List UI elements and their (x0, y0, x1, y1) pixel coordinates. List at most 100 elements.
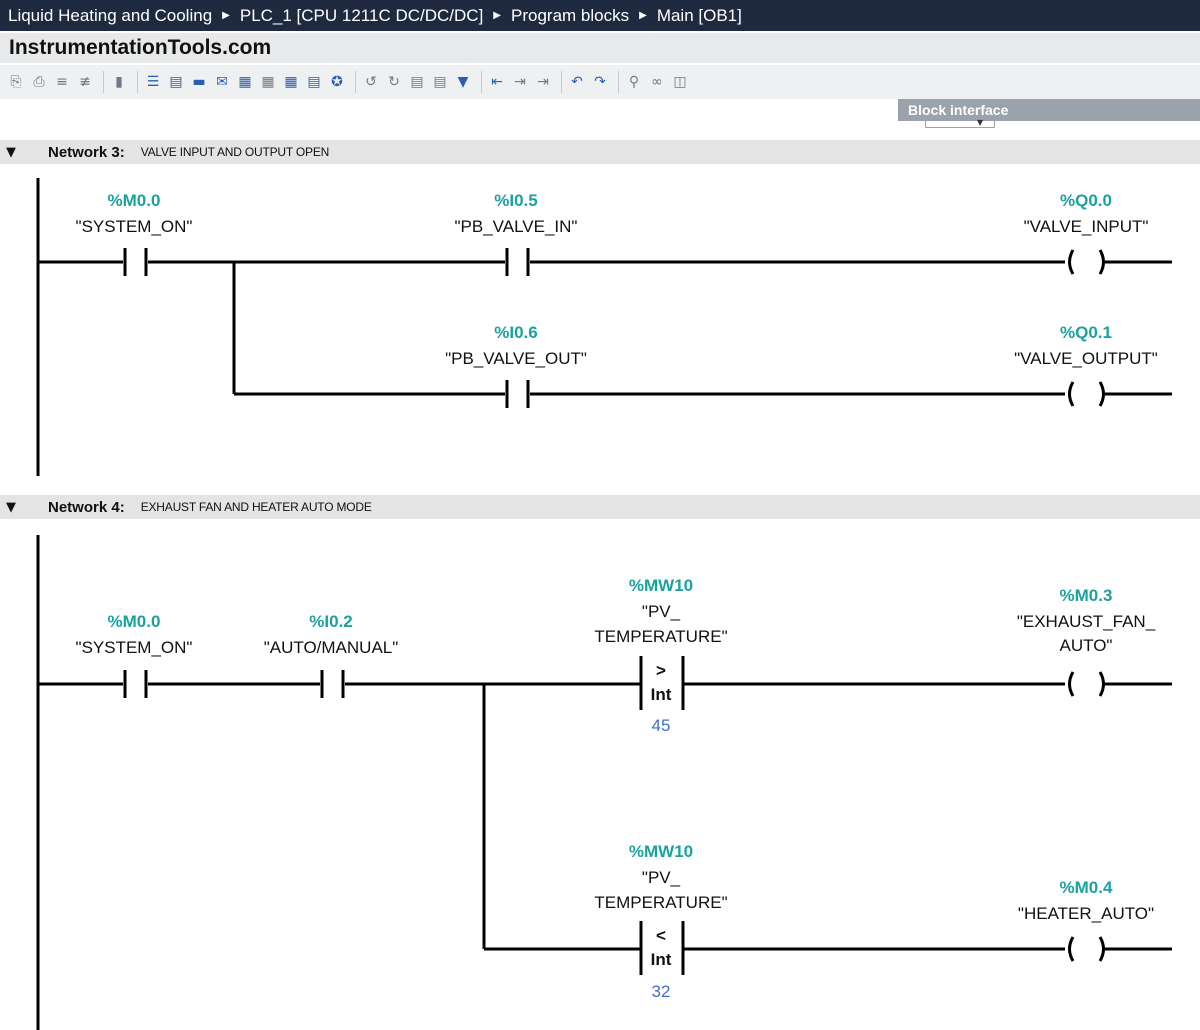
operand-address: %Q0.0 (1060, 191, 1112, 210)
operand-tag[interactable]: "HEATER_AUTO" (1018, 904, 1154, 923)
block-interface-handle[interactable]: ▼ (925, 118, 995, 128)
operand-address: %M0.3 (1060, 586, 1113, 605)
operand-tag[interactable]: "VALVE_INPUT" (1024, 217, 1149, 236)
compare-operator: > (656, 661, 666, 680)
breadcrumb-plc[interactable]: PLC_1 [CPU 1211C DC/DC/DC] (239, 5, 484, 25)
network-4-rungs (36, 535, 1172, 1030)
operand-tag[interactable]: "PB_VALVE_IN" (455, 217, 578, 236)
coil-exhaust-fan-auto[interactable]: %M0.3 "EXHAUST_FAN_ AUTO" (1017, 586, 1156, 697)
tag-info-2-icon[interactable]: ▦ (284, 74, 298, 90)
compare-icon[interactable]: ▼ (457, 74, 469, 90)
contact-system-on[interactable]: %M0.0 "SYSTEM_ON" (76, 612, 193, 698)
open-box-icon[interactable]: ▮ (115, 74, 123, 90)
network-title: Network 3: (48, 143, 125, 161)
breadcrumb-project[interactable]: Liquid Heating and Cooling (8, 5, 213, 25)
operand-tag[interactable]: "PB_VALVE_OUT" (445, 349, 587, 368)
compare-type[interactable]: Int (651, 950, 672, 969)
insert-network-icon[interactable]: ⎘ (10, 74, 22, 90)
operand-address: %M0.0 (108, 191, 161, 210)
breadcrumb-main-ob1[interactable]: Main [OB1] (656, 5, 742, 25)
operand-address: %MW10 (629, 842, 693, 861)
operand-tag[interactable]: AUTO" (1060, 636, 1113, 655)
toolbar-divider (103, 71, 104, 93)
compare-less-than[interactable]: %MW10 "PV_ TEMPERATURE" < Int 32 (594, 842, 727, 1001)
network-3-rungs (36, 178, 1172, 476)
operand-tag[interactable]: "PV_ (642, 868, 681, 887)
operand-address: %I0.2 (309, 612, 352, 631)
toolbar-divider (355, 71, 356, 93)
download-icon[interactable]: ▤ (433, 74, 447, 90)
absolute-operands-icon[interactable]: ☰ (146, 74, 160, 90)
cross-ref-icon[interactable]: ⚲ (628, 74, 640, 90)
display-favorites-icon[interactable]: ▬ (192, 74, 206, 90)
symbol-info-icon[interactable]: ▦ (261, 74, 275, 90)
outdent-icon[interactable]: ⇥ (537, 74, 549, 90)
compare-type[interactable]: Int (651, 685, 672, 704)
operand-tag[interactable]: TEMPERATURE" (594, 627, 727, 646)
compare-greater-than[interactable]: %MW10 "PV_ TEMPERATURE" > Int 45 (594, 576, 727, 735)
operand-tag[interactable]: TEMPERATURE" (594, 893, 727, 912)
operand-tag[interactable]: "SYSTEM_ON" (76, 638, 193, 657)
network-3-header[interactable]: ▼ Network 3: VALVE INPUT AND OUTPUT OPEN (0, 140, 1200, 164)
coil-heater-auto[interactable]: %M0.4 "HEATER_AUTO" (1018, 878, 1154, 962)
monitoring-icon[interactable]: ↻ (388, 74, 400, 90)
comment-icon[interactable]: ✉ (216, 74, 228, 90)
modify-icon[interactable]: ▤ (410, 74, 424, 90)
operand-address: %I0.6 (494, 323, 537, 342)
watermark: InstrumentationTools.com (0, 33, 1200, 63)
network-comment[interactable]: EXHAUST FAN AND HEATER AUTO MODE (140, 500, 372, 514)
tag-info-icon[interactable]: ▦ (238, 74, 252, 90)
contact-pb-valve-out[interactable]: %I0.6 "PB_VALVE_OUT" (445, 323, 587, 408)
glasses-icon[interactable]: ∞ (651, 74, 663, 90)
toolbar-divider (481, 71, 482, 93)
coil-valve-input[interactable]: %Q0.0 "VALVE_INPUT" (1024, 191, 1149, 275)
operand-tag[interactable]: "SYSTEM_ON" (76, 217, 193, 236)
contact-pb-valve-in[interactable]: %I0.5 "PB_VALVE_IN" (455, 191, 578, 276)
compare-value[interactable]: 45 (652, 716, 671, 735)
outdent-icon[interactable]: ⇥ (514, 74, 526, 90)
jump-previous-icon[interactable]: ↶ (571, 74, 583, 90)
collapse-triangle-icon[interactable]: ▼ (6, 144, 16, 160)
operand-address: %M0.0 (108, 612, 161, 631)
operand-address: %I0.5 (494, 191, 537, 210)
network-comment-icon[interactable]: ▤ (307, 74, 321, 90)
breadcrumb: Liquid Heating and Cooling ▶ PLC_1 [CPU … (0, 0, 1200, 31)
compare-operator: < (656, 926, 666, 945)
operand-address: %M0.4 (1060, 878, 1113, 897)
chevron-down-icon: ▼ (977, 118, 984, 127)
toolbar-divider (618, 71, 619, 93)
highlight-icon[interactable]: ✪ (331, 74, 343, 90)
operand-tag[interactable]: "PV_ (642, 602, 681, 621)
insert-row-icon[interactable]: ≡ (56, 74, 68, 90)
go-to-icon[interactable]: ↺ (365, 74, 377, 90)
compare-value[interactable]: 32 (652, 982, 671, 1001)
delete-network-icon[interactable]: ⎙ (33, 74, 45, 90)
network-comment[interactable]: VALVE INPUT AND OUTPUT OPEN (140, 145, 330, 159)
operand-tag[interactable]: "AUTO/MANUAL" (264, 638, 399, 657)
coil-valve-output[interactable]: %Q0.1 "VALVE_OUTPUT" (1014, 323, 1158, 407)
jump-next-icon[interactable]: ↷ (594, 74, 606, 90)
operand-address: %Q0.1 (1060, 323, 1112, 342)
block-interface-bar: Block interface ▼ (0, 99, 1200, 131)
chevron-right-icon: ▶ (493, 10, 501, 21)
operand-tag[interactable]: "VALVE_OUTPUT" (1014, 349, 1158, 368)
block-interface-toggle[interactable]: Block interface (898, 99, 1200, 121)
contact-system-on[interactable]: %M0.0 "SYSTEM_ON" (76, 191, 193, 276)
operand-address: %MW10 (629, 576, 693, 595)
contact-auto-manual[interactable]: %I0.2 "AUTO/MANUAL" (264, 612, 399, 698)
indent-icon[interactable]: ⇤ (491, 74, 503, 90)
toggle-operands-icon[interactable]: ▤ (169, 74, 183, 90)
chevron-right-icon: ▶ (222, 10, 230, 21)
operand-tag[interactable]: "EXHAUST_FAN_ (1017, 612, 1156, 631)
add-row-icon[interactable]: ≢ (79, 74, 91, 90)
toolbar-divider (137, 71, 138, 93)
collapse-triangle-icon[interactable]: ▼ (6, 499, 16, 515)
network-4-header[interactable]: ▼ Network 4: EXHAUST FAN AND HEATER AUTO… (0, 495, 1200, 519)
db-icon[interactable]: ◫ (673, 74, 687, 90)
chevron-right-icon: ▶ (639, 10, 647, 21)
toolbar-divider (561, 71, 562, 93)
breadcrumb-program-blocks[interactable]: Program blocks (511, 5, 630, 25)
editor-toolbar: ⎘ ⎙ ≡ ≢ ▮ ☰ ▤ ▬ ✉ ▦ ▦ ▦ ▤ ✪ ↺ ↻ ▤ ▤ ▼ ⇤ … (0, 65, 1200, 99)
network-title: Network 4: (48, 498, 125, 516)
